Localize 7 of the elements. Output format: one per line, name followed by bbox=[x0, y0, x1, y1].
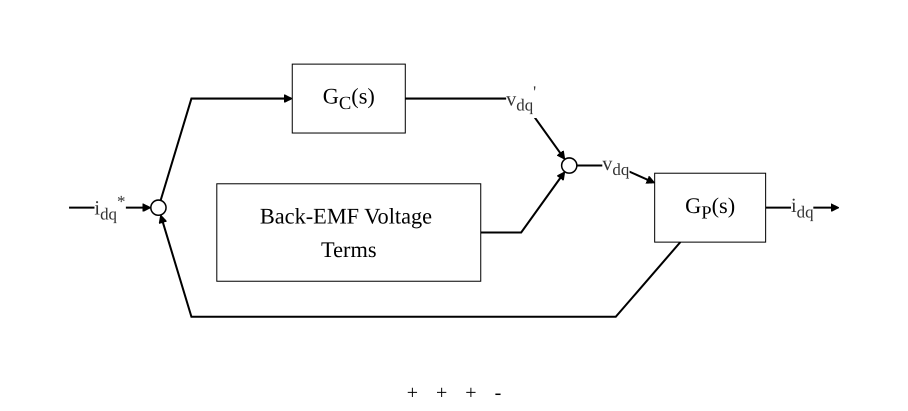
sign-label: - bbox=[494, 382, 502, 405]
transfer-function-block: Back-EMF Voltage Terms bbox=[216, 182, 482, 282]
transfer-function-block: G$_{C}$(s) bbox=[292, 63, 406, 134]
sign-label: + bbox=[465, 382, 477, 405]
sign-label: + bbox=[436, 382, 448, 405]
sign-label: + bbox=[406, 382, 418, 405]
transfer-function-block: G$_{P}$(s) bbox=[654, 172, 766, 242]
